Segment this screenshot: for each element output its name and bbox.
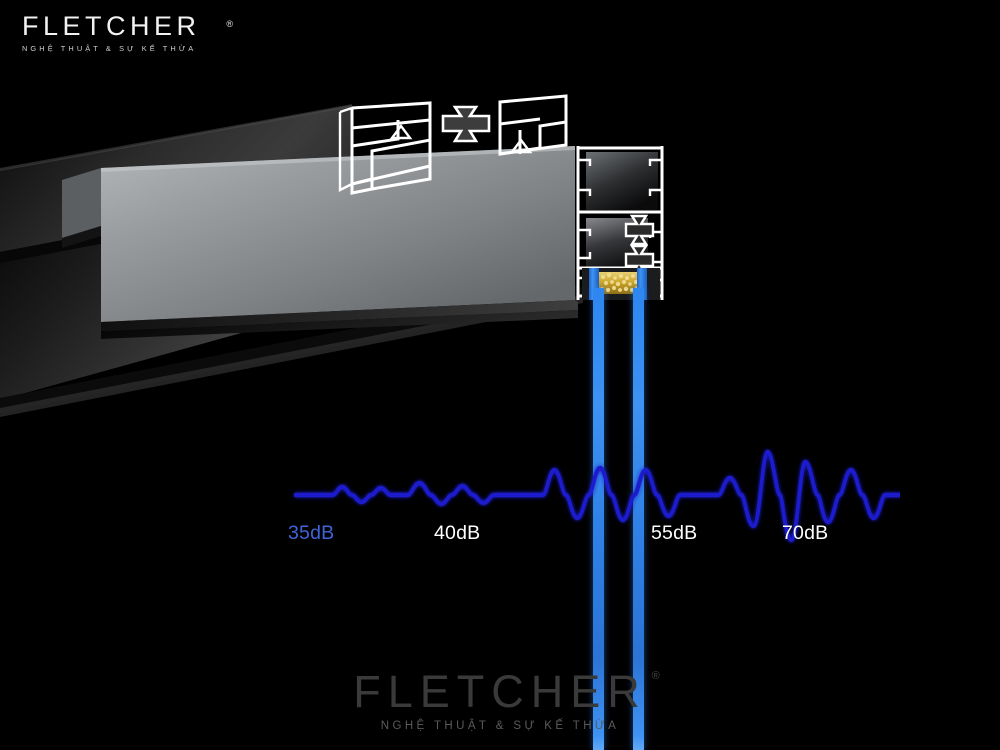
watermark-registered-icon: ® xyxy=(651,670,660,682)
brand-name-text: FLETCHER xyxy=(22,11,201,41)
top-profile-section xyxy=(338,94,568,195)
watermark-logo: FLETCHER ® NGHỆ THUẬT & SỰ KẾ THỪA xyxy=(0,668,1000,734)
registered-trademark-icon: ® xyxy=(226,19,233,29)
acoustic-bar-right xyxy=(633,288,644,750)
sill-shadow xyxy=(101,310,578,339)
window-profile-diagram xyxy=(0,94,664,417)
glass-panel xyxy=(62,146,578,331)
acoustic-bar-left xyxy=(593,288,604,750)
db-label-55: 55dB xyxy=(651,522,698,544)
waveform-path xyxy=(293,449,900,543)
sound-waveform-chart xyxy=(293,449,900,543)
db-label-35: 35dB xyxy=(288,522,335,544)
db-label-70: 70dB xyxy=(782,522,829,544)
thermal-break-insulation xyxy=(582,268,660,300)
db-label-40: 40dB xyxy=(434,522,481,544)
brand-name: FLETCHER ® xyxy=(22,11,233,41)
brand-logo: FLETCHER ® NGHỆ THUẬT & SỰ KẾ THỪA xyxy=(22,11,233,58)
brand-tagline: NGHỆ THUẬT & SỰ KẾ THỪA xyxy=(22,44,197,53)
